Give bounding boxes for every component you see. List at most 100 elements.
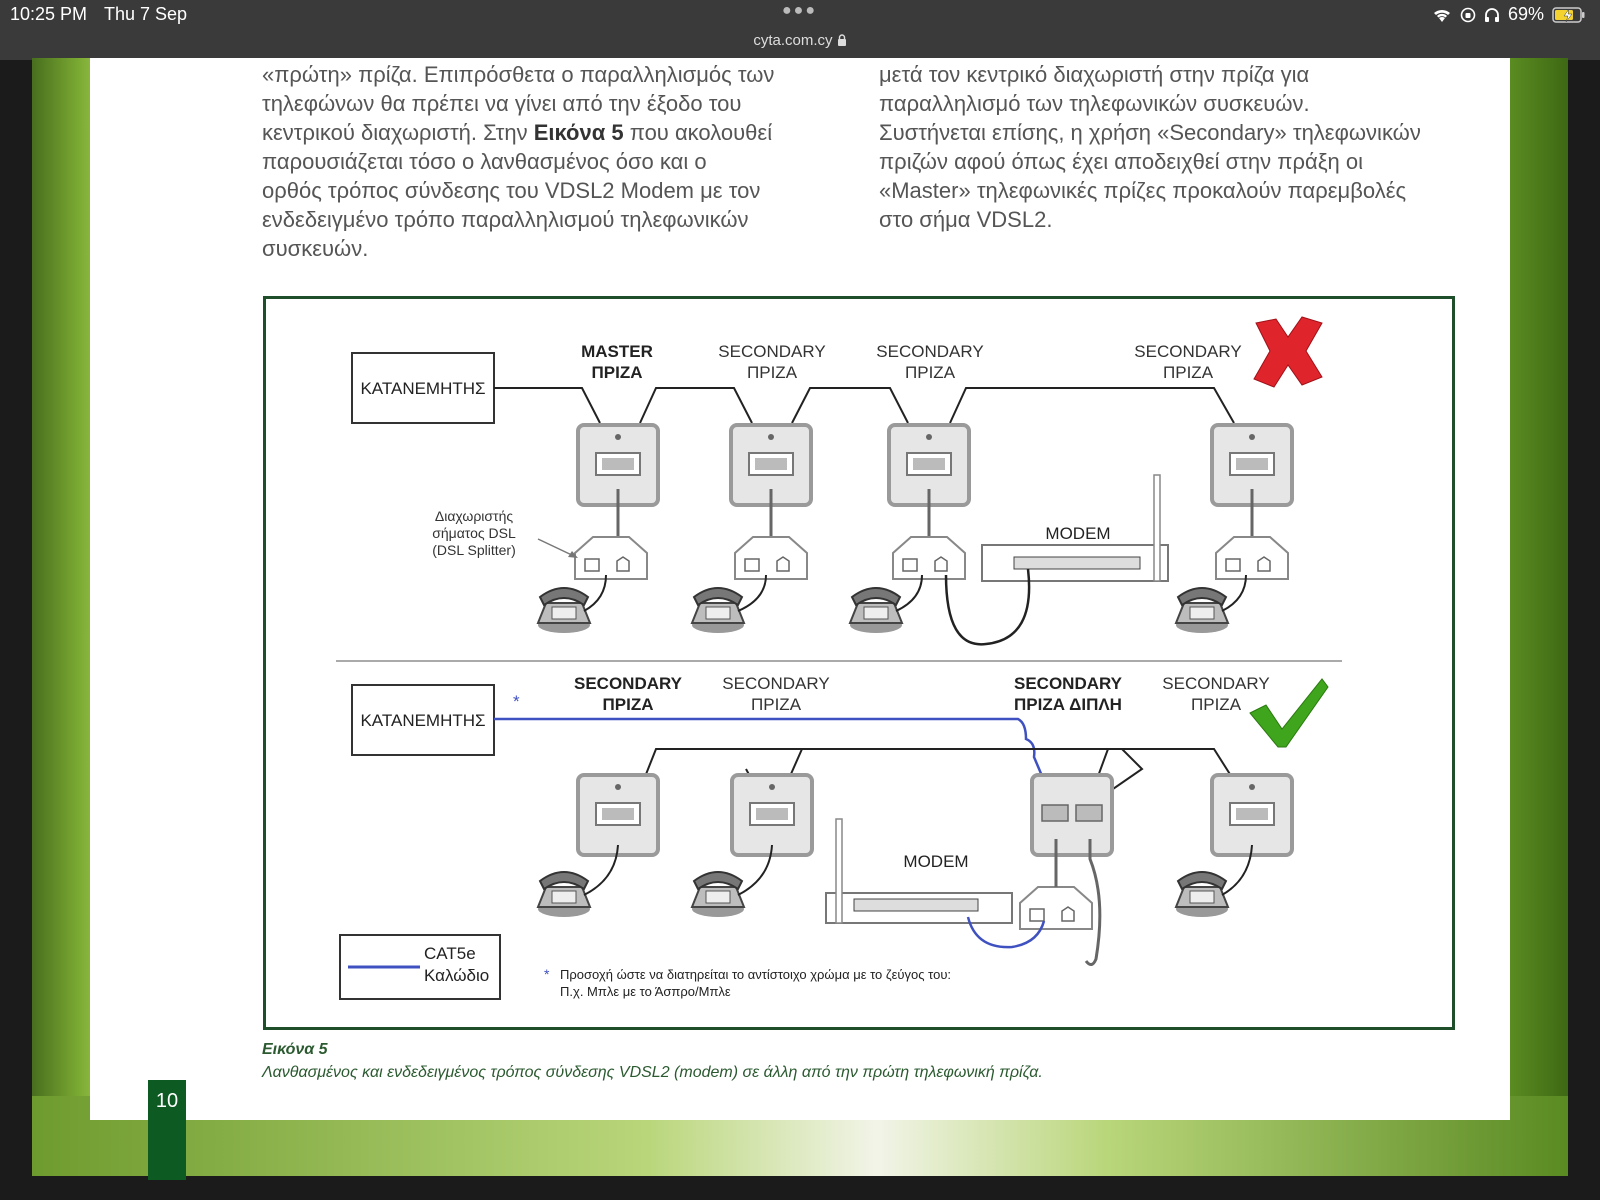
wiring-diagram: ΚΑΤΑΝΕΜΗΤΗΣ MASTER ΠΡΙΖΑ SECONDARY ΠΡΙΖΑ… [336, 316, 1342, 1000]
phone-cords [583, 574, 1247, 612]
double-socket-label-line2: ΠΡΙΖΑ ΔΙΠΛΗ [1014, 695, 1122, 714]
wrong-wiring-section: ΚΑΤΑΝΕΜΗΤΗΣ MASTER ΠΡΙΖΑ SECONDARY ΠΡΙΖΑ… [351, 316, 1323, 646]
text-column-left: «πρώτη» πρίζα. Επιπρόσθετα ο παραλληλισμ… [262, 60, 822, 263]
distributor-box-top [351, 352, 495, 424]
dsl-splitter [574, 536, 648, 580]
phone-line-parallel [599, 748, 1253, 846]
modem-antenna [1153, 474, 1161, 582]
splitter-caption-line2: σήματος DSL [432, 525, 516, 541]
secondary-label-line1: SECONDARY [876, 342, 983, 361]
figure-caption: Εικόνα 5 Λανθασμένος και ενδεδειγμένος τ… [262, 1038, 1043, 1084]
multitasking-dots-icon[interactable]: ●●● [782, 2, 817, 19]
note-line1: Προσοχή ώστε να διατηρείται το αντίστοιχ… [560, 967, 951, 982]
modem-cable-top [944, 568, 1031, 646]
wifi-icon [1433, 9, 1450, 22]
correct-check-icon [1249, 678, 1329, 748]
legend-label-line1: CAT5e [424, 944, 476, 963]
telephone [691, 871, 745, 918]
text-line: πριζών αφού όπως έχει αποδειχθεί στην πρ… [879, 149, 1364, 174]
distributor-label-bottom: ΚΑΤΑΝΕΜΗΤΗΣ [360, 711, 485, 730]
cat5e-cable [494, 717, 1058, 810]
text-span: που ακολουθεί [623, 120, 773, 145]
modem-cat5e-link [966, 916, 1046, 949]
note-line2: Π.χ. Μπλε με το Άσπρο/Μπλε [560, 984, 731, 999]
note-star: * [544, 966, 550, 982]
text-line: στο σήμα VDSL2. [879, 207, 1053, 232]
legend-label-line2: Καλώδιο [424, 966, 489, 985]
browser-chrome [0, 0, 1600, 60]
text-line: ενδεδειγμένο τρόπο παραλληλισμού τηλεφων… [262, 207, 749, 232]
figure-5-diagram: ΚΑΤΑΝΕΜΗΤΗΣ MASTER ΠΡΙΖΑ SECONDARY ΠΡΙΖΑ… [263, 296, 1455, 1030]
secondary-label-line2: ΠΡΙΖΑ [603, 695, 654, 714]
text-line: κεντρικού διαχωριστή. Στην Εικόνα 5 που … [262, 118, 822, 147]
text-span: κεντρικού διαχωριστή. Στην [262, 120, 534, 145]
secondary-label-line1: SECONDARY [574, 674, 683, 693]
secondary-label-line2: ΠΡΙΖΑ [1191, 695, 1242, 714]
pdf-page: «πρώτη» πρίζα. Επιπρόσθετα ο παραλληλισμ… [90, 58, 1510, 1180]
text-line: συσκευών. [262, 236, 369, 261]
splitter-plugs [1054, 839, 1102, 966]
caption-title: Εικόνα 5 [262, 1041, 328, 1058]
splitter-pointer-arrow [537, 538, 577, 558]
modem-antenna [835, 818, 843, 924]
telephone [1175, 871, 1229, 918]
arrow-head [568, 551, 578, 558]
telephone [537, 871, 591, 918]
secondary-label-line1: SECONDARY [718, 342, 825, 361]
telephone [1175, 587, 1229, 634]
text-line: ορθός τρόπος σύνδεσης του VDSL2 Modem με… [262, 178, 761, 203]
status-date: Thu 7 Sep [104, 4, 188, 24]
splitter-caption-line1: Διαχωριστής [435, 508, 513, 524]
telephone [537, 587, 591, 634]
text-line: παρουσιάζεται τόσο ο λανθασμένος όσο και… [262, 149, 707, 174]
secondary-socket [576, 773, 660, 857]
secondary-label-line2: ΠΡΙΖΑ [751, 695, 802, 714]
dsl-splitter [892, 536, 966, 580]
secondary-label-line2: ΠΡΙΖΑ [1163, 363, 1214, 382]
page-number: 10 [148, 1080, 186, 1180]
text-line: παραλληλισμό των τηλεφωνικών συσκευών. [879, 91, 1310, 116]
text-line: Συστήνεται επίσης, η χρήση «Secondary» τ… [879, 120, 1421, 145]
modem-label-bottom: MODEM [903, 852, 968, 871]
figure-reference: Εικόνα 5 [533, 120, 624, 145]
dsl-splitter-central [1019, 886, 1093, 930]
secondary-label-line1: SECONDARY [1134, 342, 1241, 361]
note-star-marker: * [513, 692, 520, 711]
secondary-label-line2: ΠΡΙΖΑ [747, 363, 798, 382]
double-socket [1030, 773, 1114, 857]
text-line: μετά τον κεντρικό διαχωριστή στην πρίζα … [879, 62, 1310, 87]
text-line: τηλεφώνων θα πρέπει να γίνει από την έξο… [262, 91, 742, 116]
double-socket-label-line1: SECONDARY [1014, 674, 1123, 693]
url-text: cyta.com.cy [753, 32, 833, 49]
secondary-label-line2: ΠΡΙΖΑ [905, 363, 956, 382]
lock-icon [837, 34, 846, 46]
text-column-right: μετά τον κεντρικό διαχωριστή στην πρίζα … [879, 60, 1479, 234]
modem-ports [853, 898, 979, 912]
master-label-line2: ΠΡΙΖΑ [592, 363, 643, 382]
text-line: «Master» τηλεφωνικές πρίζες προκαλούν πα… [879, 178, 1407, 203]
orientation-lock-icon [1460, 7, 1476, 22]
dsl-splitter [1215, 536, 1289, 580]
telephone [849, 587, 903, 634]
secondary-socket [1210, 773, 1294, 857]
phone-cords [583, 844, 1253, 896]
master-label-line1: MASTER [581, 342, 653, 361]
status-bar: 10:25 PM Thu 7 Sep ●●● 69% [0, 0, 1600, 30]
splitter-caption-line3: (DSL Splitter) [432, 542, 516, 558]
dsl-splitter [734, 536, 808, 580]
caption-text: Λανθασμένος και ενδεδειγμένος τρόπος σύν… [262, 1064, 1043, 1081]
secondary-socket [730, 773, 814, 857]
telephone [691, 587, 745, 634]
address-bar[interactable]: cyta.com.cy [0, 30, 1600, 60]
distributor-box-bottom [351, 684, 495, 756]
text-line: «πρώτη» πρίζα. Επιπρόσθετα ο παραλληλισμ… [262, 62, 775, 87]
phone-line-daisy-chain [494, 387, 1235, 424]
headphones-icon [1484, 7, 1499, 22]
battery-charging-icon [1552, 6, 1585, 23]
modem-ports [1013, 556, 1141, 570]
modem-label-top: MODEM [1045, 524, 1110, 543]
correct-wiring-section: ΚΑΤΑΝΕΜΗΤΗΣ * SECONDARY ΠΡΙΖΑ SECONDARY … [339, 674, 1329, 1000]
secondary-label-line1: SECONDARY [1162, 674, 1269, 693]
wrong-cross-icon [1253, 316, 1323, 388]
status-time: 10:25 PM [10, 4, 88, 24]
